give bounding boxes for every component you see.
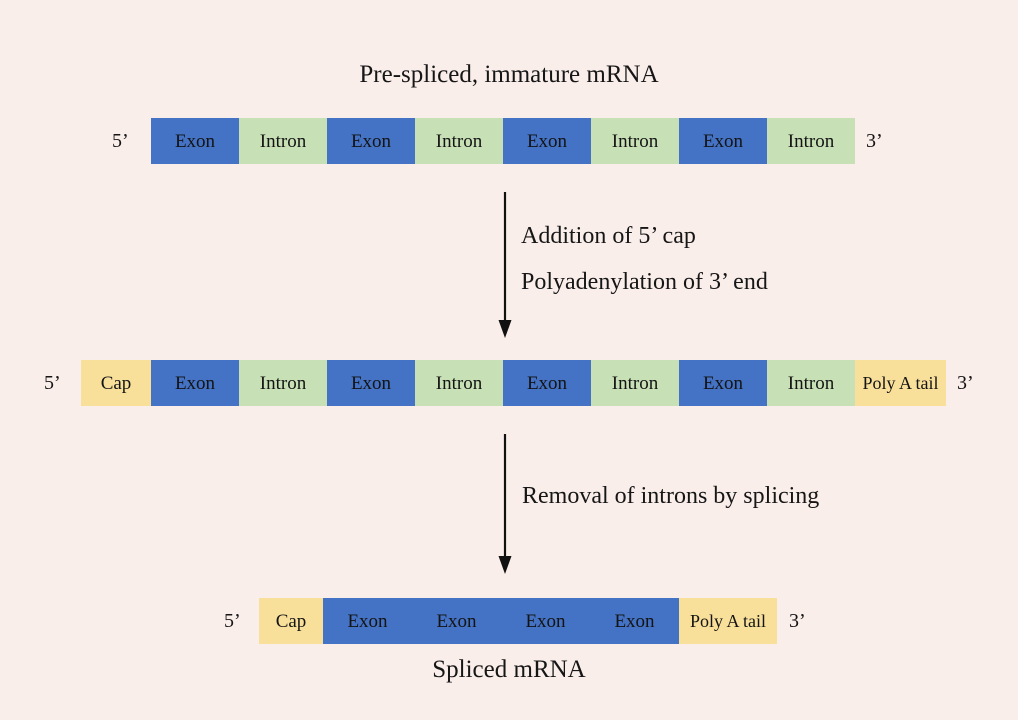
pre-spliced-mrna-strand: Exon Intron Exon Intron Exon Intron Exon… <box>151 118 855 164</box>
segment-exon: Exon <box>590 598 679 644</box>
segment-exon: Exon <box>323 598 412 644</box>
process-arrow-capping <box>496 192 516 340</box>
pre-spliced-five-prime-label: 5’ <box>112 130 129 152</box>
segment-intron: Intron <box>239 360 327 406</box>
capped-mrna-three-prime-label: 3’ <box>957 372 974 394</box>
bottom-caption: Spliced mRNA <box>432 656 586 683</box>
segment-exon: Exon <box>501 598 590 644</box>
segment-cap: Cap <box>81 360 151 406</box>
step2-line1-text: Removal of introns by splicing <box>522 483 820 509</box>
step1-line1-text: Addition of 5’ cap <box>521 223 696 249</box>
segment-poly-a-tail: Poly A tail <box>679 598 777 644</box>
segment-exon: Exon <box>151 360 239 406</box>
segment-exon: Exon <box>412 598 501 644</box>
segment-exon: Exon <box>679 360 767 406</box>
segment-exon: Exon <box>151 118 239 164</box>
spliced-mrna-three-prime-label: 3’ <box>789 610 806 632</box>
segment-intron: Intron <box>591 118 679 164</box>
spliced-mature-mrna-strand: Cap Exon Exon Exon Exon Poly A tail <box>259 598 777 644</box>
segment-cap: Cap <box>259 598 323 644</box>
segment-exon: Exon <box>503 360 591 406</box>
segment-exon: Exon <box>679 118 767 164</box>
segment-intron: Intron <box>591 360 679 406</box>
pre-spliced-three-prime-label: 3’ <box>866 130 883 152</box>
segment-exon: Exon <box>327 360 415 406</box>
segment-exon: Exon <box>327 118 415 164</box>
segment-intron: Intron <box>767 360 855 406</box>
segment-intron: Intron <box>415 118 503 164</box>
capped-polyadenylated-mrna-strand: Cap Exon Intron Exon Intron Exon Intron … <box>81 360 946 406</box>
segment-intron: Intron <box>239 118 327 164</box>
step1-line2-text: Polyadenylation of 3’ end <box>521 269 768 295</box>
segment-poly-a-tail: Poly A tail <box>855 360 946 406</box>
segment-intron: Intron <box>767 118 855 164</box>
process-arrow-splicing <box>496 434 516 576</box>
segment-intron: Intron <box>415 360 503 406</box>
segment-exon: Exon <box>503 118 591 164</box>
capped-mrna-five-prime-label: 5’ <box>44 372 61 394</box>
spliced-mrna-five-prime-label: 5’ <box>224 610 241 632</box>
page-title: Pre-spliced, immature mRNA <box>359 61 659 88</box>
